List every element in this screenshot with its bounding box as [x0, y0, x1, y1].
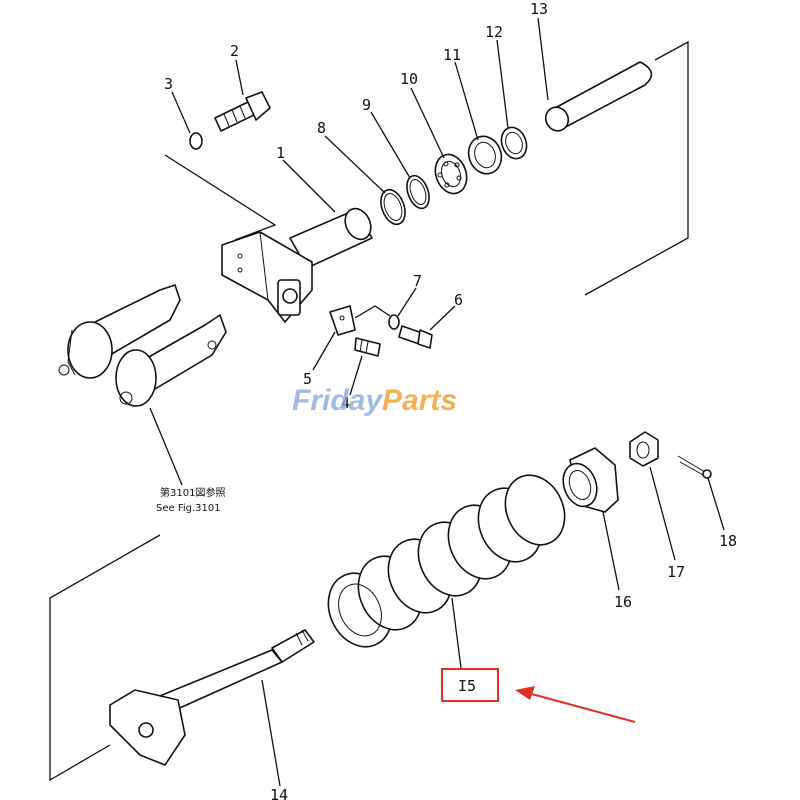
idler-yoke-assembly: [58, 284, 227, 407]
reference-line-jp: 第3101図参照: [160, 486, 225, 499]
label-2: 2: [230, 42, 239, 60]
frame-lines: [49, 40, 689, 782]
watermark-part2: Parts: [382, 384, 457, 417]
part-5-plate: [329, 305, 356, 336]
part-2-bolt: [214, 91, 271, 132]
part-13-pin: [544, 61, 653, 132]
label-5: 5: [303, 370, 312, 388]
label-7: 7: [413, 272, 422, 290]
part-11-bushing: [467, 135, 503, 175]
label-3: 3: [164, 75, 173, 93]
label-6: 6: [454, 291, 463, 309]
part-1-bracket: [221, 207, 373, 323]
part-17-nut: [629, 431, 659, 467]
reference-line-en: See Fig.3101: [156, 503, 221, 514]
highlight-callout: [441, 668, 636, 723]
part-labels: 1 2 3 4 5 6 7 8 9 10 11 12 13 14 I5 16 1…: [164, 0, 737, 800]
label-12: 12: [485, 23, 503, 41]
part-14-rod: [109, 629, 315, 766]
part-12-snap-ring: [500, 126, 528, 160]
part-9-ring: [406, 174, 430, 210]
part-18-cotter-pin: [677, 455, 712, 479]
label-4: 4: [341, 394, 350, 412]
label-11: 11: [443, 46, 461, 64]
label-16: 16: [614, 593, 632, 611]
part-3-washer: [189, 132, 203, 150]
watermark-logo: FridayParts: [292, 384, 457, 417]
label-9: 9: [362, 96, 371, 114]
label-10: 10: [400, 70, 418, 88]
highlight-arrow: [527, 692, 636, 723]
part-16-spring-seat: [562, 447, 619, 513]
label-18: 18: [719, 532, 737, 550]
reference-note: 第3101図参照 See Fig.3101: [156, 486, 225, 514]
highlight-box: [441, 668, 499, 702]
watermark-part1: Friday: [292, 384, 383, 417]
part-4-grease-fitting: [354, 337, 381, 357]
label-17: 17: [667, 563, 685, 581]
part-8-o-ring: [380, 188, 406, 226]
part-7-lock-washer: [388, 314, 400, 330]
label-8: 8: [317, 119, 326, 137]
svg-text:FridayParts: FridayParts: [292, 384, 457, 417]
label-14: 14: [270, 786, 288, 800]
part-15-spring: [327, 474, 566, 648]
label-15: I5: [458, 677, 476, 695]
part-6-bolt: [398, 325, 433, 349]
highlight-arrowhead: [515, 686, 535, 700]
part-10-bearing: [434, 153, 468, 195]
label-13: 13: [530, 0, 548, 18]
leader-lines: [149, 17, 725, 787]
label-1: 1: [276, 144, 285, 162]
